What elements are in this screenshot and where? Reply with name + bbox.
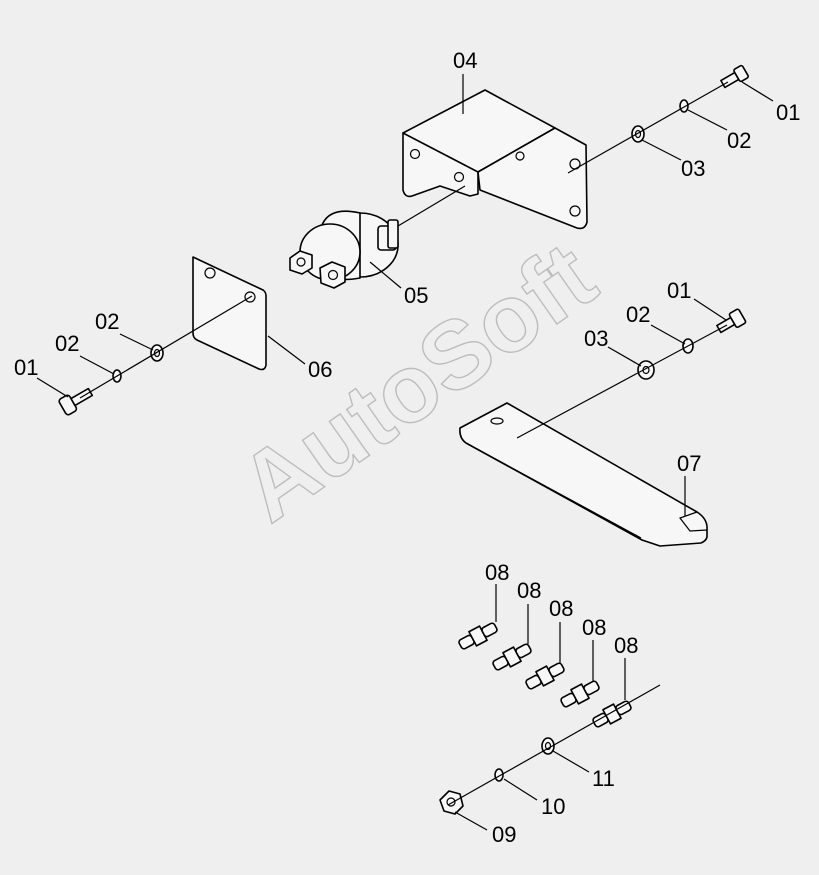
callout-06: 06 [308,357,332,382]
washer-10 [494,768,504,782]
callout-02-left-a: 02 [95,309,119,334]
bracket-07 [459,402,708,547]
callout-03-middle: 03 [584,326,608,351]
stud-08-group [458,622,632,728]
callout-labels: 01 02 03 04 05 06 02 02 01 01 02 03 07 0… [14,48,800,847]
callout-01-left: 01 [14,355,38,380]
callout-08-a: 08 [485,560,509,585]
switch-05 [289,210,399,289]
callout-09: 09 [492,822,516,847]
washer-02-upper [679,99,689,113]
callout-08-e: 08 [614,633,638,658]
watermark-text: AutoSoft [221,222,614,542]
callout-11: 11 [592,766,615,791]
callout-08-d: 08 [582,615,606,640]
assembly-lines [79,81,729,806]
callout-07: 07 [677,451,701,476]
callout-03-upper: 03 [681,156,705,181]
callout-08-b: 08 [517,578,541,603]
bolt-01-middle [716,308,747,334]
bolt-01-left [58,387,94,416]
callout-02-upper: 02 [727,128,751,153]
washer-03-upper [631,125,645,143]
bracket-04 [402,89,588,230]
callout-01-upper: 01 [776,100,800,125]
callout-leaders [36,74,774,831]
bolt-01-upper [720,64,749,89]
callout-01-middle: 01 [667,278,691,303]
callout-05: 05 [404,283,428,308]
washer-03-middle [637,360,655,380]
callout-04: 04 [453,48,477,73]
callout-02-left-b: 02 [55,331,79,356]
callout-02-middle: 02 [626,302,650,327]
callout-10: 10 [541,794,565,819]
plate-06 [192,256,267,371]
callout-08-c: 08 [549,596,573,621]
